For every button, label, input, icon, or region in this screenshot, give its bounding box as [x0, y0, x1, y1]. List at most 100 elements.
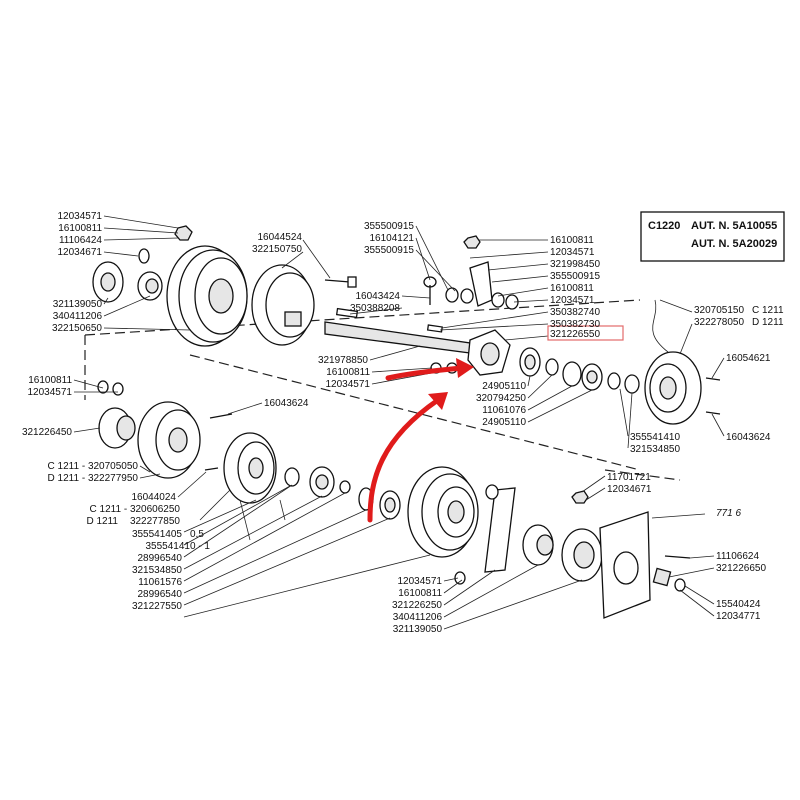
nut-icon — [571, 490, 589, 504]
part-number: 355541410 - 1 — [145, 541, 210, 552]
part-number: 12034571 — [58, 211, 103, 222]
variant-code: D 1211 — [86, 516, 118, 527]
part-number: 16043624 — [264, 398, 309, 409]
part-number: 355500915 — [364, 245, 414, 256]
part-number: 355541405 — [132, 529, 182, 540]
leader-lines — [73, 215, 725, 630]
highlight-box — [547, 325, 624, 341]
part-number: 321227550 — [132, 601, 182, 612]
shaft-assembly — [324, 235, 721, 425]
shim-thickness: 0,5 — [190, 529, 204, 540]
part-number: 28996540 — [138, 589, 183, 600]
bolt-icon — [209, 413, 233, 419]
ring-icon — [339, 480, 351, 494]
part-number: 11061576 — [138, 577, 182, 588]
annotation-arrows — [367, 358, 474, 523]
nut-icon — [463, 235, 481, 249]
variant-code: C 1211 — [752, 305, 784, 316]
washer-icon — [485, 484, 499, 500]
red-arrow-horizontal — [385, 365, 465, 381]
part-number: 12034571 — [550, 247, 595, 258]
nut-icon — [174, 225, 193, 241]
part-number: 12034571 — [326, 379, 371, 390]
variant-code: D 1211 — [752, 317, 784, 328]
bolt-icon — [705, 411, 721, 415]
lower-right-parts — [407, 466, 691, 619]
part-number: 11106424 — [59, 235, 102, 246]
part-number: C 1211 - 320606250 — [90, 504, 181, 515]
washer-icon — [491, 292, 505, 308]
nut-icon — [652, 567, 672, 587]
part-number: 321534850 — [132, 565, 182, 576]
part-number: 16100811 — [326, 367, 370, 378]
washer-icon — [674, 578, 686, 592]
part-number: 322150750 — [252, 244, 302, 255]
part-number: 16100811 — [58, 223, 102, 234]
part-number: 321998450 — [550, 259, 600, 270]
part-labels: 12034571 16100811 11106424 12034671 3211… — [22, 211, 784, 635]
part-number: 16100811 — [550, 283, 594, 294]
model-info-box: C1220 AUT. N. 5A10055 AUT. N. 5A20029 — [640, 211, 785, 262]
part-number: 355500915 — [550, 271, 600, 282]
key-icon — [335, 307, 359, 319]
part-number: 340411206 — [393, 612, 443, 623]
lower-left-parts — [97, 380, 401, 541]
part-number: 12034671 — [58, 247, 103, 258]
part-number: 322277850 — [130, 516, 180, 527]
ring-icon — [624, 374, 640, 394]
part-number: 321226250 — [392, 600, 442, 611]
washer-icon — [112, 382, 124, 396]
ring-icon — [562, 361, 582, 387]
ring-icon — [545, 358, 559, 376]
ring-icon — [607, 372, 621, 390]
washer-icon — [138, 248, 150, 264]
part-number: 11701721 — [607, 472, 651, 483]
model-aut-line-1: AUT. N. 5A10055 — [691, 220, 777, 232]
model-aut-line-2: AUT. N. 5A20029 — [691, 238, 777, 250]
part-number: 321534850 — [630, 444, 680, 455]
bracket-icon — [484, 487, 516, 573]
part-number: 321226450 — [22, 427, 72, 438]
part-number: 16100811 — [28, 375, 72, 386]
part-number: 355541410 — [630, 432, 680, 443]
part-number: 11106624 — [716, 551, 759, 562]
part-number: 321139050 — [393, 624, 443, 635]
part-number: 350382730 — [550, 319, 600, 330]
bolt-icon — [705, 377, 721, 381]
part-number: 355500915 — [364, 221, 414, 232]
part-number: 12034771 — [716, 611, 761, 622]
cable-icon — [652, 299, 669, 353]
part-number: 16100811 — [550, 235, 594, 246]
part-number: 12034571 — [550, 295, 595, 306]
part-number: 16100811 — [398, 588, 442, 599]
part-number: 15540424 — [716, 599, 761, 610]
part-number: 28996540 — [138, 553, 183, 564]
bolt-icon — [324, 279, 351, 283]
figure-reference: 771 6 — [716, 508, 741, 519]
part-number: 16044024 — [132, 492, 177, 503]
part-number: 350388208 — [350, 303, 400, 314]
part-number: C 1211 - 320705050 — [48, 461, 139, 472]
part-number: 322150650 — [52, 323, 102, 334]
part-number: 16104121 — [370, 233, 415, 244]
washer-icon — [460, 288, 474, 304]
washer-icon — [454, 571, 466, 585]
red-arrow-curved — [367, 397, 441, 523]
upper-left-parts — [92, 225, 357, 347]
part-number: 12034571 — [398, 576, 443, 587]
bolt-icon — [204, 467, 219, 471]
part-number: 320794250 — [476, 393, 526, 404]
part-number-highlighted: 321226550 — [550, 329, 600, 340]
part-number: 340411206 — [53, 311, 103, 322]
part-number: 350382740 — [550, 307, 600, 318]
part-number: 321139050 — [53, 299, 103, 310]
part-number: 24905110 — [482, 417, 526, 428]
part-number: 16043424 — [356, 291, 401, 302]
ring-icon — [284, 467, 300, 487]
part-number: 16054621 — [726, 353, 771, 364]
bracket-icon — [469, 261, 493, 307]
part-number: 321978850 — [318, 355, 368, 366]
part-number: 12034571 — [28, 387, 73, 398]
part-number: 16044524 — [258, 232, 303, 243]
